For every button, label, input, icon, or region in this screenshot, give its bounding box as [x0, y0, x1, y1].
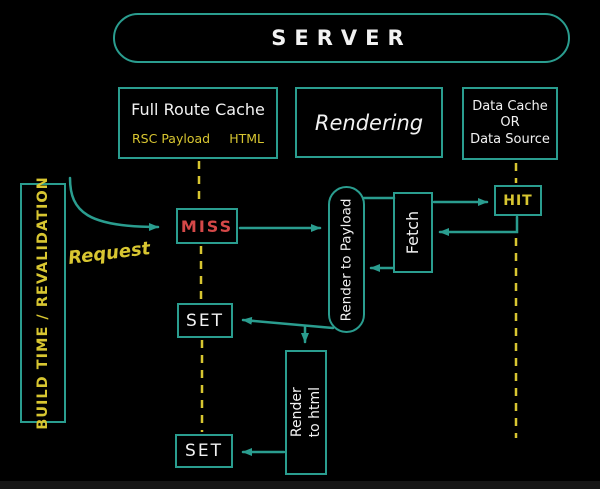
set-bottom-label: SET	[185, 441, 223, 461]
hit-label: HIT	[503, 192, 533, 209]
render-to-payload-label: Render to Payload	[338, 198, 355, 321]
bottom-strip	[0, 481, 600, 489]
html-label: HTML	[229, 130, 264, 146]
render-to-html-line2: to html	[307, 387, 323, 438]
full-route-cache-subtitle: RSC Payload HTML	[120, 131, 276, 146]
server-label: SERVER	[271, 26, 412, 50]
miss-node: MISS	[176, 208, 238, 244]
hit-node: HIT	[494, 185, 542, 216]
data-cache-line3: Data Source	[470, 131, 550, 147]
full-route-cache-node: Full Route Cache RSC Payload HTML	[118, 87, 278, 159]
rendering-label: Rendering	[314, 110, 424, 135]
fetch-node: Fetch	[393, 192, 433, 273]
hit-to-fetch-arrow	[438, 215, 519, 236]
render-payload-to-set-arrow	[241, 316, 335, 330]
fetch-label: Fetch	[403, 210, 423, 255]
request-arrow	[68, 176, 160, 231]
data-cache-line2: OR	[500, 115, 520, 131]
data-cache-node: Data Cache OR Data Source	[462, 87, 558, 160]
miss-label: MISS	[180, 216, 234, 236]
set-bottom-node: SET	[175, 434, 233, 468]
render-to-html-node: Render to html	[285, 350, 327, 475]
data-cache-line1: Data Cache	[472, 99, 548, 115]
build-time-node: BUILD TIME / REVALIDATION	[20, 176, 66, 430]
full-route-cache-title: Full Route Cache	[131, 100, 265, 120]
build-time-label: BUILD TIME / REVALIDATION	[35, 176, 52, 430]
set-top-label: SET	[186, 310, 224, 331]
rsc-payload-label: RSC Payload	[132, 130, 211, 146]
server-node: SERVER	[113, 13, 570, 63]
rendering-node: Rendering	[295, 87, 443, 158]
render-to-html-label: Render to html	[288, 387, 324, 437]
set-top-node: SET	[177, 303, 233, 338]
render-to-payload-node: Render to Payload	[328, 186, 365, 333]
render-to-html-line1: Render	[288, 387, 305, 438]
